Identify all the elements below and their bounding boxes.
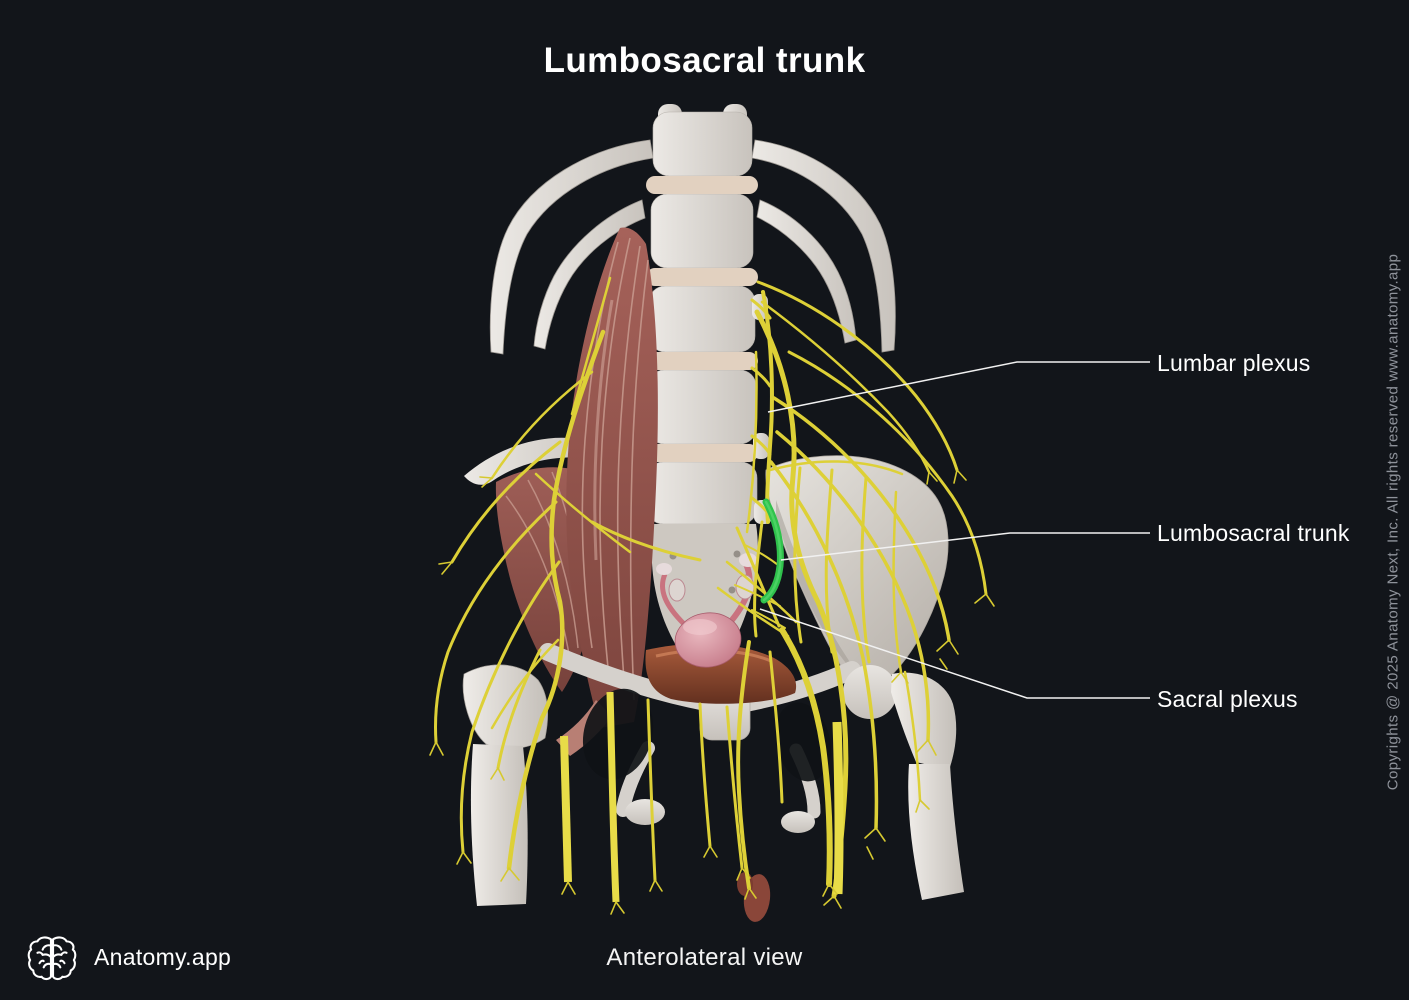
leader-line-lumbosacral-trunk [780,532,1150,561]
left-obturator-foramen [582,688,654,780]
page-title: Lumbosacral trunk [543,41,866,80]
view-caption: Anterolateral view [606,944,803,971]
left-ovary [668,578,686,602]
leader-line-sacral-plexus [759,608,1150,699]
brain-icon [27,936,77,981]
copyright-notice: Copyrights @ 2025 Anatomy Next, Inc. All… [1384,253,1402,791]
leader-lines [759,361,1150,699]
pelvis-and-femurs [462,643,964,906]
right-iliac-wing [765,455,949,695]
label-lumbosacral-trunk: Lumbosacral trunk [1157,520,1350,546]
nerve-network [429,276,995,915]
left-fallopian-tube [659,572,686,626]
leader-line-lumbar-plexus [767,361,1150,413]
label-sacral-plexus: Sacral plexus [1157,686,1298,712]
right-femur-shaft [908,764,964,900]
right-femur-trochanter [891,672,957,770]
intervertebral-discs [646,176,758,462]
left-femur-shaft [470,744,528,906]
lumbosacral-trunk-highlight [760,498,784,604]
brand-name: Anatomy.app [94,944,232,970]
label-lumbar-plexus: Lumbar plexus [1157,350,1311,376]
